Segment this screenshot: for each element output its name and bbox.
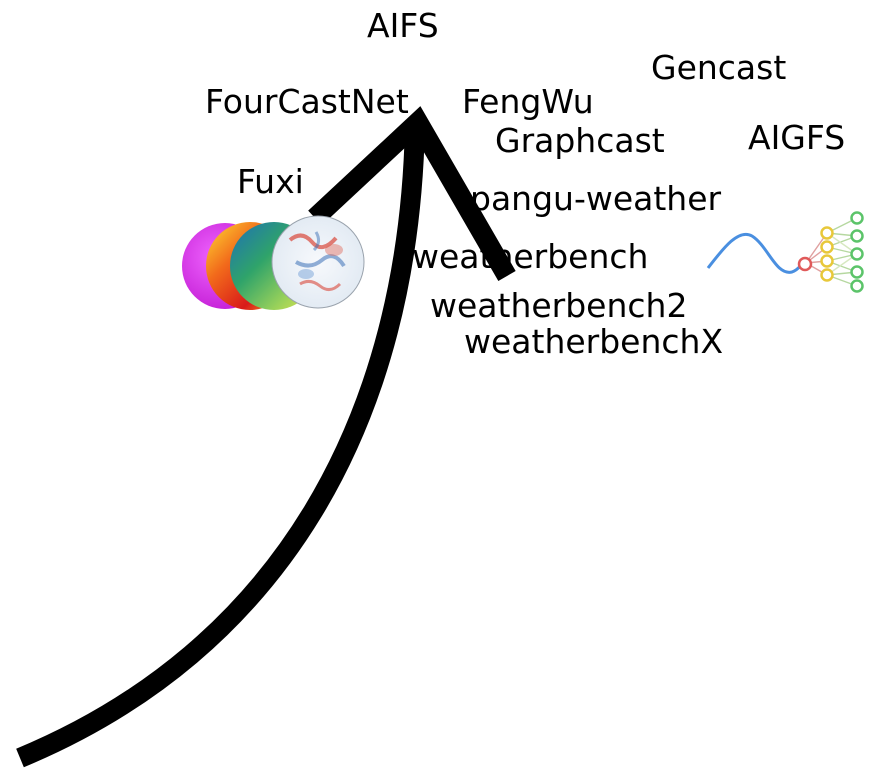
label-fuxi: Fuxi xyxy=(237,162,304,201)
nn-output-node xyxy=(850,211,864,225)
nn-input-node xyxy=(797,256,813,272)
label-graphcast: Graphcast xyxy=(495,121,665,160)
nn-output-node xyxy=(850,279,864,293)
nn-hidden-node xyxy=(820,240,834,254)
label-fourcastnet: FourCastNet xyxy=(205,82,409,121)
label-weatherbenchx: weatherbenchX xyxy=(464,322,724,361)
label-aifs: AIFS xyxy=(367,6,439,45)
nn-output-node xyxy=(850,247,864,261)
nn-input-wave xyxy=(706,232,804,274)
nn-output-node xyxy=(850,229,864,243)
label-weatherbench: weatherbench xyxy=(412,237,649,276)
arrow-head xyxy=(308,106,516,282)
label-aigfs: AIGFS xyxy=(748,118,846,157)
globe-light xyxy=(271,215,365,309)
label-fengwu: FengWu xyxy=(462,82,594,121)
arrow-shaft xyxy=(16,121,425,768)
nn-output-node xyxy=(850,265,864,279)
nn-hidden-node xyxy=(820,254,834,268)
label-gencast: Gencast xyxy=(651,48,787,87)
nn-hidden-node xyxy=(820,226,834,240)
label-weatherbench2: weatherbench2 xyxy=(430,286,688,325)
nn-hidden-node xyxy=(820,268,834,282)
label-pangu-weather: pangu-weather xyxy=(470,179,722,218)
